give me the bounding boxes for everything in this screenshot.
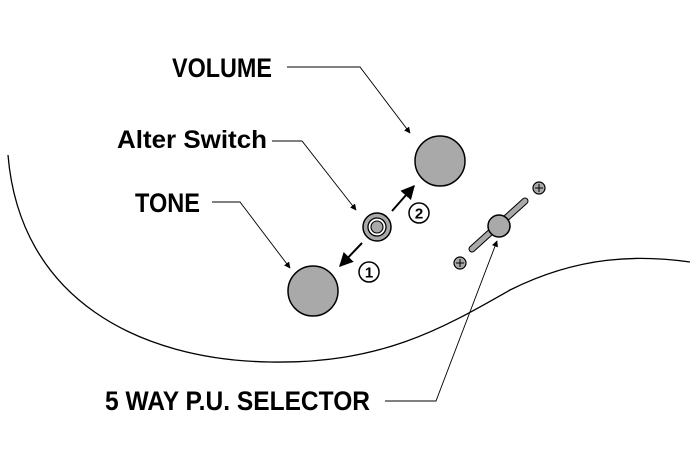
selector-lever-tip[interactable] bbox=[487, 214, 511, 238]
position-1-number: 1 bbox=[365, 265, 373, 282]
position-2-marker: 2 bbox=[408, 202, 430, 224]
volume-label: VOLUME bbox=[172, 53, 272, 83]
selector-label: 5 WAY P.U. SELECTOR bbox=[105, 386, 370, 416]
screw-icon bbox=[453, 256, 467, 270]
volume-leader-line bbox=[287, 66, 411, 134]
body-outline bbox=[7, 154, 691, 363]
screw-icon bbox=[532, 181, 546, 195]
alter-switch-label: Alter Switch bbox=[117, 126, 267, 154]
pickup-selector[interactable] bbox=[453, 181, 546, 270]
position-1-marker: 1 bbox=[358, 261, 380, 283]
selector-leader-line bbox=[385, 240, 498, 402]
position-2-number: 2 bbox=[415, 206, 423, 223]
tone-leader-line bbox=[212, 201, 291, 269]
arrow-to-position-1 bbox=[339, 242, 363, 268]
alter-switch-leader-line bbox=[272, 140, 357, 211]
tone-knob[interactable] bbox=[287, 265, 339, 317]
volume-knob[interactable] bbox=[414, 135, 466, 187]
tone-label: TONE bbox=[135, 188, 200, 218]
alter-switch[interactable] bbox=[362, 212, 392, 242]
arrow-to-position-2 bbox=[391, 184, 415, 212]
